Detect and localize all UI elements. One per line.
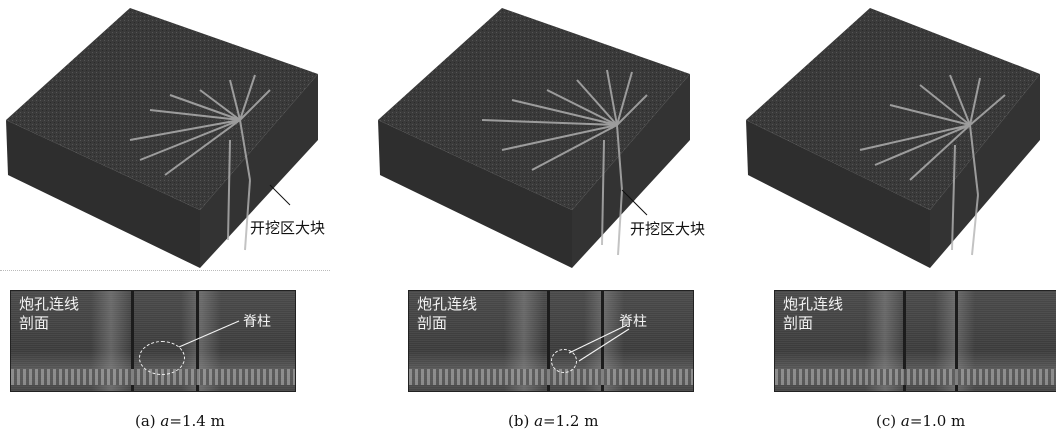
block-left-face	[6, 120, 200, 268]
block-left-face	[378, 120, 572, 268]
block-callout-label: 开挖区大块	[250, 219, 326, 237]
crack-network	[129, 74, 271, 251]
block-top-face	[746, 8, 1040, 210]
panel-c: 炮孔连线 剖面 (c) a=1.0 m	[740, 0, 1056, 437]
figure-caption: (b) a=1.2 m	[508, 412, 599, 430]
borehole-section-view: 炮孔连线 剖面 脊柱	[10, 290, 296, 392]
spine-leader	[178, 320, 240, 348]
spine-label: 脊柱	[619, 314, 647, 330]
section-label: 炮孔连线 剖面	[417, 295, 478, 332]
block-top-face	[378, 8, 690, 210]
3d-block-figure	[378, 8, 690, 268]
crack-network	[481, 69, 648, 256]
section-label: 炮孔连线 剖面	[783, 295, 844, 332]
panel-b: 开挖区大块 炮孔连线 剖面 脊柱 (b) a=1.2 m	[372, 0, 724, 437]
borehole-section-view: 炮孔连线 剖面 脊柱	[408, 290, 694, 392]
block-right-face	[200, 74, 318, 268]
section-label: 炮孔连线 剖面	[19, 295, 80, 332]
spine-label: 脊柱	[243, 314, 271, 330]
block-left-face	[746, 120, 930, 268]
spine-marker	[139, 341, 185, 375]
spine-marker	[551, 349, 577, 373]
divider	[0, 270, 330, 271]
crack-network	[859, 74, 1006, 256]
block-callout-label: 开挖区大块	[630, 220, 706, 238]
borehole-section-view: 炮孔连线 剖面	[774, 290, 1056, 392]
panel-a: 开挖区大块 炮孔连线 剖面 脊柱 (a) a=1.4 m	[0, 0, 352, 437]
block-top-face	[6, 8, 318, 210]
block-right-face	[930, 74, 1040, 268]
3d-block-figure	[746, 8, 1040, 268]
callout-line	[269, 184, 291, 206]
figure-caption: (c) a=1.0 m	[876, 412, 966, 430]
spine-leader	[568, 324, 630, 362]
3d-block-figure	[6, 8, 318, 268]
figure-caption: (a) a=1.4 m	[135, 412, 225, 430]
callout-line	[621, 189, 648, 216]
